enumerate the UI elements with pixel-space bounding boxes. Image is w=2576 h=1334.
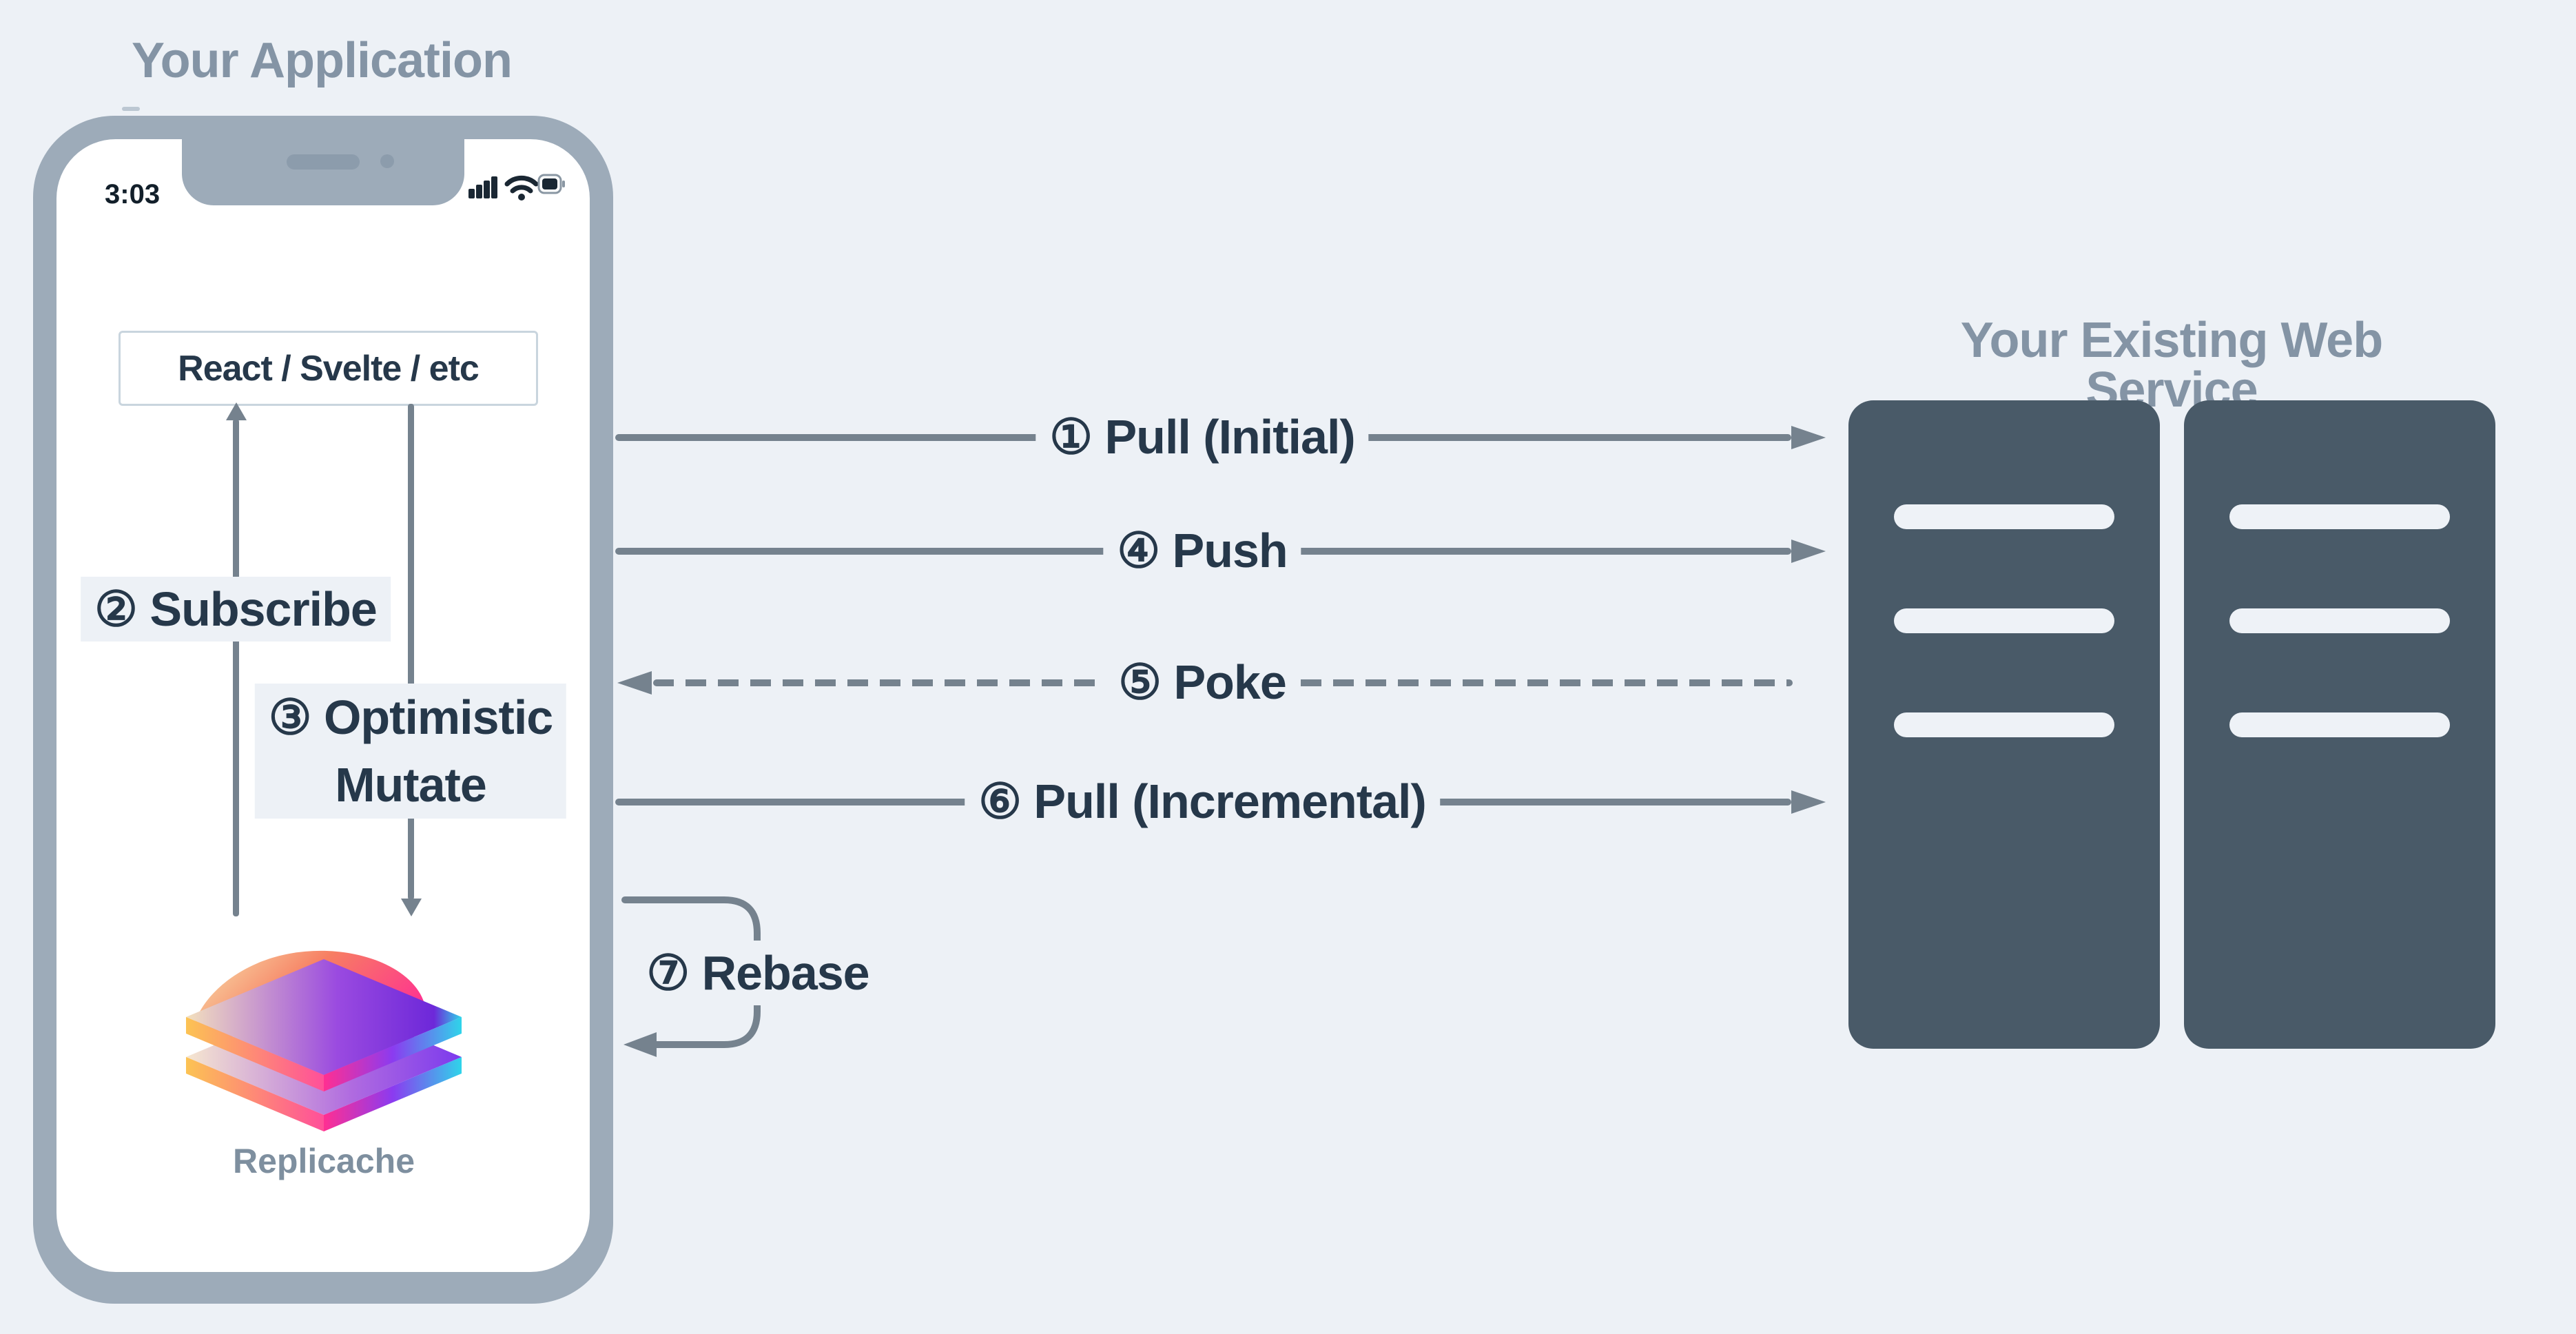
flow-label-rebase: ⑦ Rebase xyxy=(632,941,883,1005)
subscribe-label: ② Subscribe xyxy=(81,577,391,642)
arrow-right-icon xyxy=(1791,426,1826,449)
server-slot xyxy=(2229,504,2450,529)
flow-label-pull-incremental: ⑥ Pull (Incremental) xyxy=(965,769,1440,834)
signal-bars-icon xyxy=(468,176,497,198)
flow-label-poke: ⑤ Poke xyxy=(1104,650,1300,715)
server-slot xyxy=(2229,608,2450,633)
arrow-down-icon xyxy=(401,899,422,916)
server-tower xyxy=(2184,400,2495,1049)
server-slot xyxy=(1894,504,2114,529)
subscribe-line xyxy=(233,419,239,916)
service-title: Your Existing Web Service xyxy=(1960,313,2383,418)
server-tower xyxy=(1848,400,2160,1049)
arrow-right-icon xyxy=(1791,790,1826,814)
logo-middle-layer xyxy=(186,959,462,1091)
replicache-logo xyxy=(185,932,463,1131)
arrow-left-icon xyxy=(624,1032,657,1057)
replicache-label: Replicache xyxy=(232,1142,415,1180)
wifi-icon xyxy=(504,175,539,201)
server-slot xyxy=(1894,608,2114,633)
mutate-label-line2: Mutate xyxy=(335,758,487,812)
camera-dot-icon xyxy=(380,154,394,168)
mutate-label-line1: ③ Optimistic xyxy=(268,690,553,744)
framework-box: React / Svelte / etc xyxy=(119,331,538,406)
arrow-right-icon xyxy=(1791,540,1826,563)
flow-label-push: ④ Push xyxy=(1103,518,1301,583)
arrow-left-icon xyxy=(617,671,652,695)
app-title: Your Application xyxy=(132,33,513,88)
battery-icon xyxy=(537,174,565,194)
phone-notch xyxy=(182,139,464,205)
arrow-up-icon xyxy=(226,402,247,420)
speaker-slot-icon xyxy=(287,154,360,170)
framework-box-label: React / Svelte / etc xyxy=(178,348,480,389)
mutate-line xyxy=(408,404,414,900)
mutate-label: ③ Optimistic Mutate xyxy=(254,684,567,819)
status-bar-time: 3:03 xyxy=(105,179,161,209)
status-bar-icons xyxy=(468,170,565,205)
stray-dash xyxy=(122,107,140,111)
server-slot xyxy=(1894,712,2114,737)
server-slot xyxy=(2229,712,2450,737)
flow-label-pull-initial: ① Pull (Initial) xyxy=(1035,404,1369,469)
